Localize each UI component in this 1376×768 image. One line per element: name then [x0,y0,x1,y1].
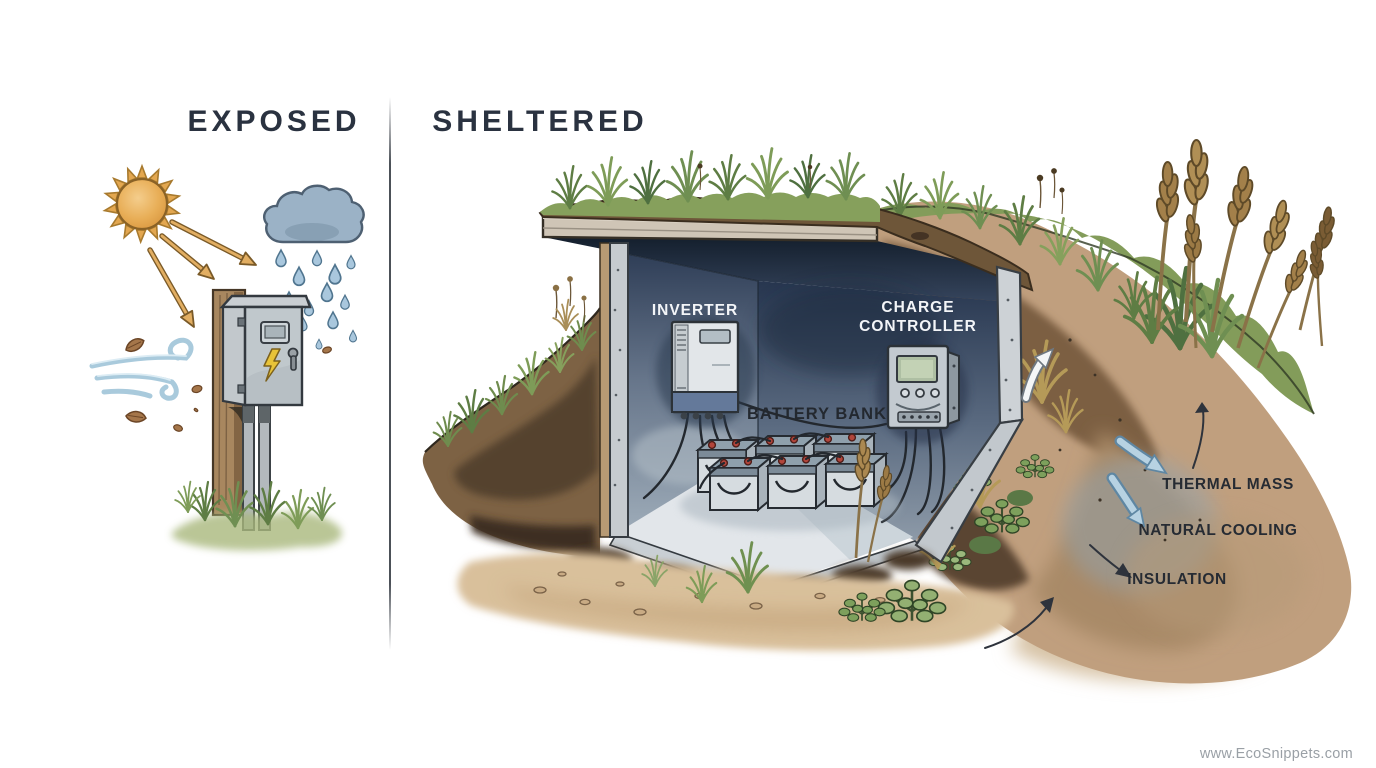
sheltered-heading: SHELTERED [432,105,647,138]
sheltered-scene: INVERTER CHARGE CONTROLLER BATTERY BANK … [422,140,1352,684]
airflow-arrow-icon [1021,347,1055,403]
watermark: www.EcoSnippets.com [1199,746,1353,762]
annotation-arrow-icon [984,402,1209,649]
cooling-arrow-icon [1106,435,1168,528]
utility-cabinet [219,294,312,407]
charge-controller-label-line2: CONTROLLER [859,318,977,335]
leaf-icon [122,335,332,432]
natural-cooling-label: NATURAL COOLING [1138,522,1297,539]
slope-plants [919,339,1084,572]
battery-bank [680,432,900,531]
inverter-unit [656,316,756,428]
soil-speckles [1058,338,1202,542]
battery [766,454,830,510]
lightning-icon [263,348,281,382]
rain-cloud-icon [263,184,365,350]
charge-controller-unit [876,340,968,444]
roof-soil-grass [538,147,1034,292]
charge-controller-label-line1: CHARGE [881,299,954,316]
bunker-ceiling [543,237,1010,301]
wheat-grass-cluster [1122,140,1315,375]
panel-divider [389,97,391,650]
left-concrete-column [599,242,629,538]
cabinet-display [260,321,290,344]
foreground-ground [457,437,1014,651]
sun-icon [102,165,181,243]
exposed-scene [89,165,365,551]
battery-interconnect-wires [698,432,842,490]
exposed-heading: EXPOSED [187,105,360,138]
left-soil-bank [422,275,601,557]
thermal-mass-label: THERMAL MASS [1162,476,1294,493]
battery [824,452,888,508]
cabinet-handle [287,347,299,371]
insulation-label: INSULATION [1127,571,1227,588]
exposed-ground-grass [171,480,342,551]
battery-bank-label: BATTERY BANK [747,405,887,423]
sun-rays-arrows-icon [147,219,257,328]
inverter-label: INVERTER [652,302,738,319]
wind-icon [89,337,194,401]
right-concrete-frame [914,265,1025,564]
